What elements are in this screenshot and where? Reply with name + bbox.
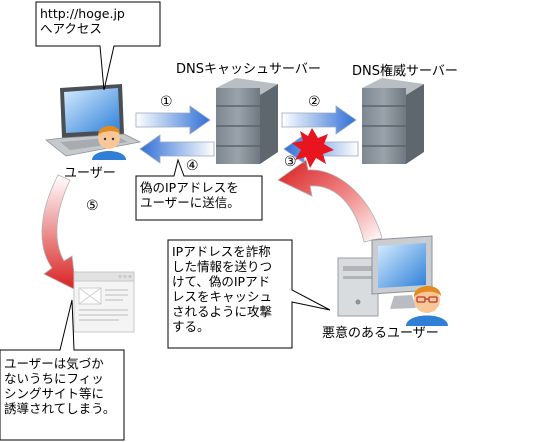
- dns-authoritative-server-icon: [362, 78, 424, 164]
- attacker-bubble-shape: [167, 239, 331, 349]
- collision-burst-icon: [292, 128, 334, 168]
- phishing-callout-text: ユーザーは気づか ないうちにフィッ シングサイト等に 誘導されてしまう。: [4, 356, 116, 416]
- access-bubble-shape: [35, 1, 161, 91]
- user-label: ユーザー: [64, 166, 116, 181]
- query-arrow-icon: [281, 105, 357, 135]
- attacker-avatar-icon: [406, 285, 448, 326]
- spoofed-ip-callout-text: 偽のIPアドレスを ユーザーに送信。: [140, 180, 240, 210]
- access-callout-text: http://hoge.jp へアクセス: [40, 6, 125, 36]
- phishing-bubble-shape: [0, 299, 125, 441]
- step-5-label: ⑤: [86, 198, 99, 214]
- spoofed-ip-bubble-shape: [135, 158, 263, 221]
- step-2-label: ②: [308, 94, 321, 110]
- attacker-callout-text: IPアドレスを詐称 した情報を送りつ けて、偽のIPアド レスをキャッシュ され…: [172, 244, 273, 334]
- redirect-arrow-icon: [41, 174, 77, 291]
- user-avatar-icon: [92, 125, 126, 160]
- attacker-label: 悪意のあるユーザー: [322, 326, 439, 341]
- dns-cache-server-icon: [216, 78, 278, 164]
- step-4-label: ④: [186, 158, 199, 174]
- dns-authoritative-server-label: DNS権威サーバー: [352, 64, 458, 79]
- step-3-label: ③: [284, 154, 297, 170]
- attack-arrow-icon: [277, 159, 383, 243]
- laptop-icon: [45, 84, 142, 157]
- dns-cache-server-label: DNSキャッシュサーバー: [176, 62, 321, 77]
- phishing-site-icon: [73, 271, 135, 333]
- request-arrow-icon: [135, 105, 211, 135]
- step-1-label: ①: [160, 94, 173, 110]
- response-arrow-icon: [139, 134, 215, 164]
